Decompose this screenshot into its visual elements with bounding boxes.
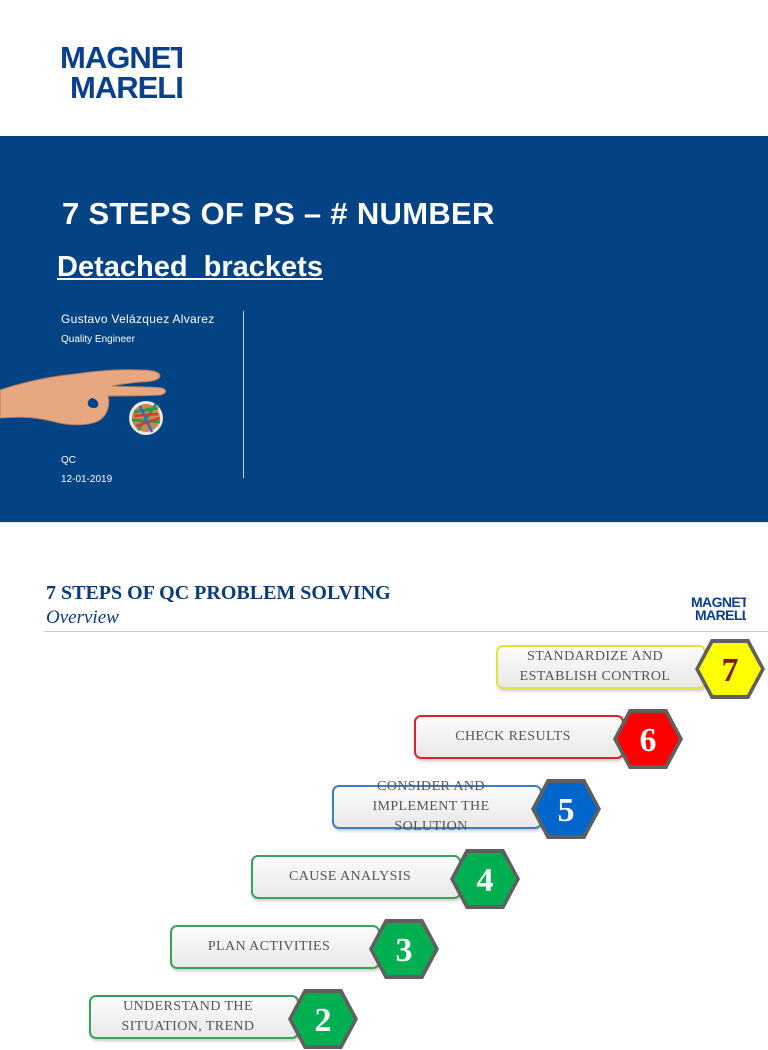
step-3-number: 3 (396, 932, 413, 969)
step-3-label: PLAN ACTIVITIES (208, 937, 330, 957)
step-5-label: CONSIDER AND IMPLEMENT THE SOLUTION (372, 777, 489, 837)
title-band (0, 136, 768, 522)
step-3-badge: 3 (369, 919, 439, 979)
step-6-label: CHECK RESULTS (455, 727, 571, 747)
step-7-hexagon (699, 643, 761, 695)
step-4-label: CAUSE ANALYSIS (289, 867, 411, 887)
presentation-date: 12-01-2019 (61, 474, 113, 485)
author-role: Quality Engineer (61, 334, 135, 345)
step-5-label-line3: SOLUTION (394, 819, 468, 834)
overview-subtitle: Overview (46, 607, 119, 628)
step-7-badge: 7 (695, 639, 765, 699)
step-2-label-line1: UNDERSTAND THE (123, 999, 253, 1014)
step-6-label-line1: CHECK RESULTS (455, 729, 571, 744)
step-2-label: UNDERSTAND THE SITUATION, TREND (122, 997, 255, 1037)
small-logo-line-1: MAGNETI (691, 594, 746, 610)
vertical-divider (243, 311, 244, 478)
step-7-label-line1: STANDARDIZE AND (527, 649, 663, 664)
step-2-number: 2 (315, 1002, 332, 1039)
step-5-badge: 5 (531, 779, 601, 839)
step-5-number: 5 (558, 792, 575, 829)
step-4-number: 4 (477, 862, 494, 899)
step-6-hexagon (617, 713, 679, 765)
overview-title: 7 STEPS OF QC PROBLEM SOLVING (46, 582, 391, 604)
step-4-label-line1: CAUSE ANALYSIS (288, 869, 412, 884)
author-name: Gustavo Velázquez Alvarez (61, 312, 215, 326)
small-logo-line-2: MARELLI (695, 607, 746, 622)
step-7-label-line2: ESTABLISH CONTROL (519, 669, 671, 684)
step-4-hexagon (454, 853, 516, 905)
step-2-box: UNDERSTAND THE SITUATION, TREND (89, 995, 299, 1039)
step-4-box: CAUSE ANALYSIS (251, 855, 461, 899)
logo-line-2: MARELLI (70, 70, 182, 102)
step-2-label-line2: SITUATION, TREND (121, 1019, 255, 1034)
step-7-label: STANDARDIZE AND ESTABLISH CONTROL (520, 647, 671, 687)
hand-flicking-ball-image (0, 369, 167, 435)
step-6-box: CHECK RESULTS (414, 715, 624, 759)
step-7-number: 7 (722, 652, 739, 689)
step-3-label-line1: PLAN ACTIVITIES (207, 939, 331, 954)
step-3-hexagon (373, 923, 435, 975)
step-5-label-line2: IMPLEMENT THE (372, 799, 490, 814)
step-5-label-line1: CONSIDER AND (377, 779, 485, 794)
step-5-hexagon (535, 783, 597, 835)
presentation-title: 7 STEPS OF PS – # NUMBER (62, 196, 495, 231)
department: QC (61, 455, 76, 466)
step-5-box: CONSIDER AND IMPLEMENT THE SOLUTION (332, 779, 542, 834)
magneti-marelli-logo: MAGNETI MARELLI (60, 40, 182, 102)
step-6-badge: 6 (613, 709, 683, 769)
step-4-badge: 4 (450, 849, 520, 909)
magneti-marelli-logo-small: MAGNETI MARELLI (691, 594, 746, 622)
step-6-number: 6 (640, 722, 657, 759)
step-2-badge: 2 (288, 989, 358, 1049)
logo-line-1: MAGNETI (60, 40, 182, 75)
step-7-box: STANDARDIZE AND ESTABLISH CONTROL (496, 645, 706, 689)
header-rule (44, 631, 768, 632)
presentation-subtitle: Detached brackets (57, 251, 323, 283)
step-3-box: PLAN ACTIVITIES (170, 925, 380, 969)
